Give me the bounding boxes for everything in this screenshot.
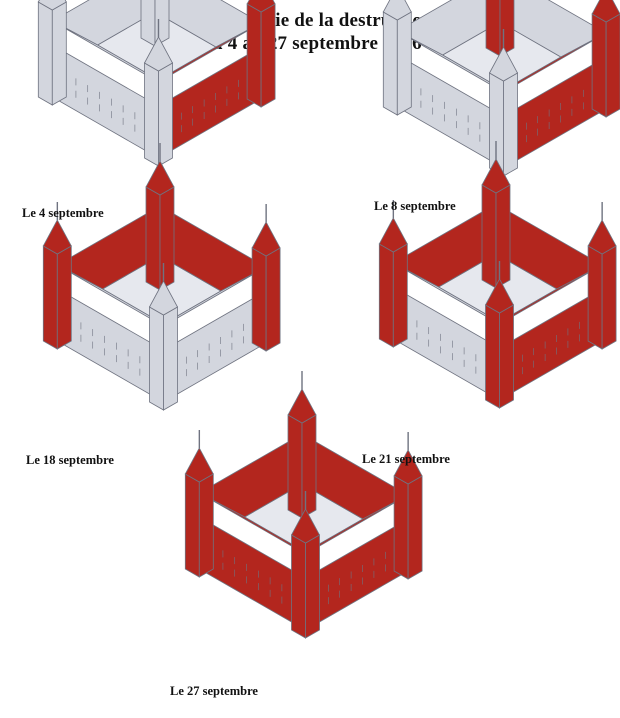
south-tower [484, 261, 515, 409]
fortress-drawing-2 [382, 0, 620, 177]
west-tower [378, 200, 408, 348]
north-tower [485, 0, 515, 57]
stage-label-4: Le 21 septembre [362, 452, 450, 466]
east-tower [591, 0, 620, 118]
east-tower [587, 202, 617, 350]
stage-label-2: Le 8 septembre [374, 199, 456, 213]
fortress-drawing-1 [37, 0, 276, 167]
fortress-drawing-4 [378, 141, 617, 409]
north-tower [140, 0, 170, 47]
south-tower [148, 263, 179, 411]
north-tower [481, 141, 511, 289]
west-tower [184, 430, 214, 578]
south-tower [488, 29, 519, 177]
stage-label-1: Le 4 septembre [22, 206, 104, 220]
fortress-drawing-5 [184, 371, 423, 639]
west-tower [42, 202, 72, 350]
north-tower [287, 371, 317, 519]
south-tower [290, 491, 321, 639]
east-tower [251, 204, 281, 352]
east-tower [393, 432, 423, 580]
west-tower [37, 0, 67, 106]
fortress-drawing-3 [42, 143, 281, 411]
south-tower [143, 19, 174, 167]
stage-label-5: Le 27 septembre [170, 684, 258, 698]
east-tower [246, 0, 276, 108]
north-tower [145, 143, 175, 291]
stage-label-3: Le 18 septembre [26, 453, 114, 467]
west-tower [382, 0, 412, 116]
